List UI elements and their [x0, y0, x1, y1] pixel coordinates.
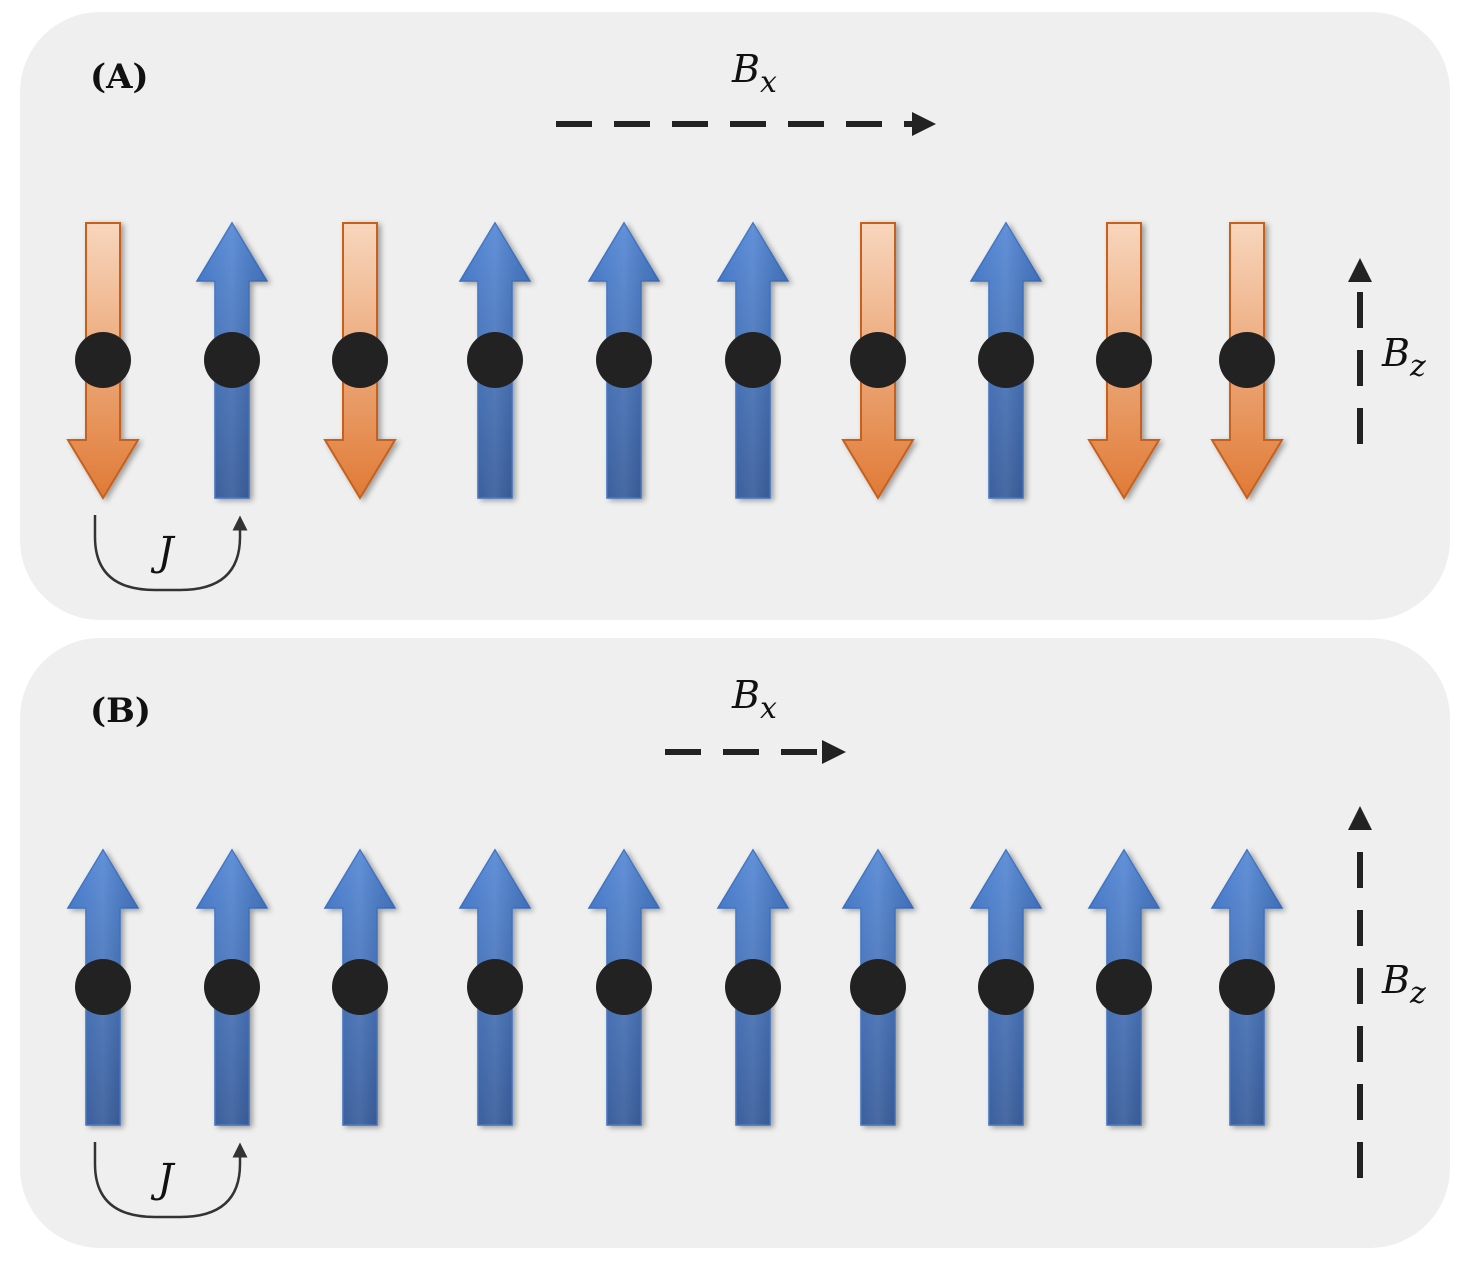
lattice-site — [725, 332, 781, 388]
lattice-site — [1219, 959, 1275, 1015]
coupling-arrow — [93, 515, 248, 592]
lattice-site — [1096, 332, 1152, 388]
bx-field-subscript: x — [760, 691, 777, 726]
bz-arrow-head-icon — [1348, 258, 1372, 282]
bz-arrow-head-icon — [1348, 806, 1372, 830]
bz-field-subscript: z — [1409, 349, 1426, 384]
lattice-site — [467, 332, 523, 388]
lattice-site — [1096, 959, 1152, 1015]
lattice-site — [725, 959, 781, 1015]
lattice-site — [978, 959, 1034, 1015]
lattice-site — [596, 959, 652, 1015]
lattice-site — [75, 959, 131, 1015]
bx-arrow-head-icon — [822, 740, 846, 764]
coupling-arrow — [93, 1142, 248, 1219]
bz-field-subscript: z — [1409, 976, 1426, 1011]
panel-label: (B) — [90, 691, 151, 731]
lattice-site — [850, 332, 906, 388]
bx-arrow-head-icon — [912, 112, 936, 136]
lattice-site — [1219, 332, 1275, 388]
lattice-site — [850, 959, 906, 1015]
lattice-site — [596, 332, 652, 388]
lattice-site — [978, 332, 1034, 388]
lattice-site — [332, 959, 388, 1015]
lattice-site — [75, 332, 131, 388]
bx-field-subscript: x — [760, 65, 777, 100]
lattice-site — [204, 332, 260, 388]
panel-label: (A) — [90, 57, 149, 97]
lattice-site — [467, 959, 523, 1015]
lattice-site — [332, 332, 388, 388]
lattice-site — [204, 959, 260, 1015]
